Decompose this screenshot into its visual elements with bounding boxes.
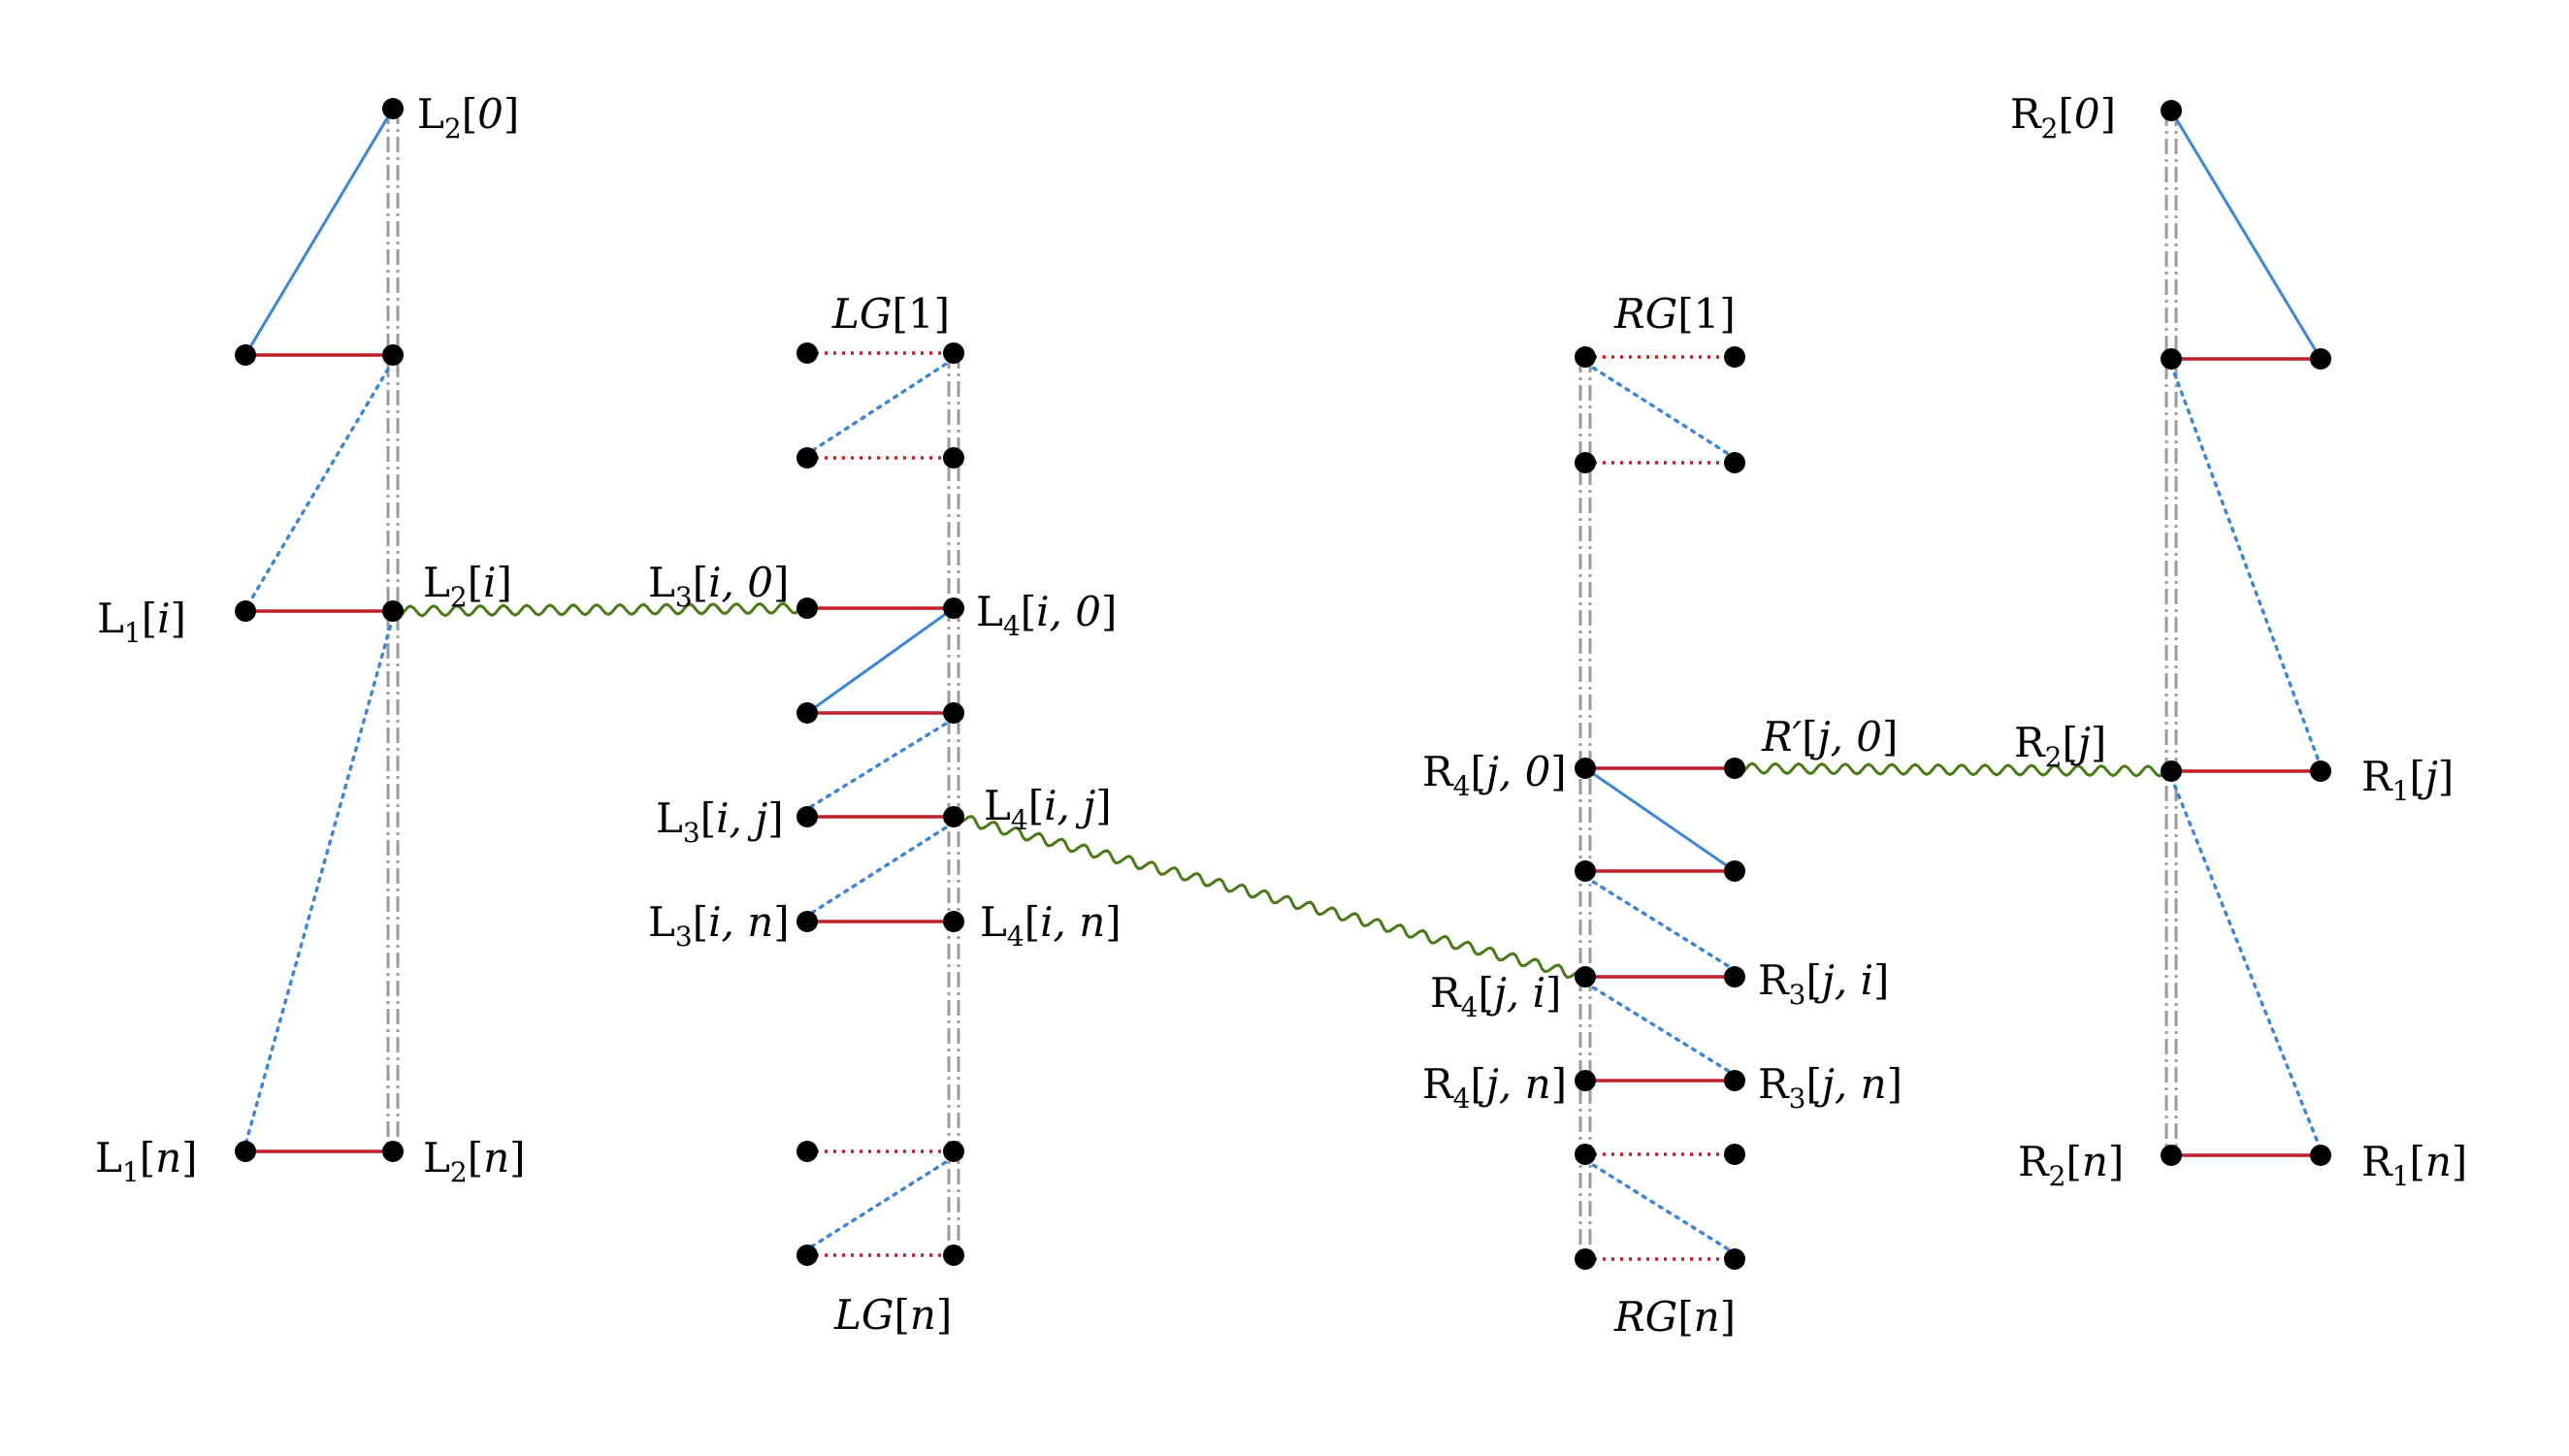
node-l1-i [235,600,256,622]
edge-wavy-l4ij-r4ji [952,814,1587,979]
node-lg-b1 [943,342,964,364]
label-lg-n: LG[n] [833,1291,952,1339]
label-l4-ij: L4[i, j] [984,782,1112,836]
node-r4-ji [1575,966,1596,987]
node-r-a [2161,348,2182,370]
node-l4-in [943,911,964,932]
label-l3-i0: L3[i, 0] [648,559,789,613]
label-r2-n: R2[n] [2018,1138,2124,1192]
label-l2-n: L2[n] [423,1134,526,1188]
label-l1-i: L1[i] [97,595,186,649]
node-r1-j [2310,760,2331,782]
label-rg-n: RG[n] [1613,1293,1736,1341]
label-r4-ji: R4[j, i] [1430,969,1561,1023]
node-l4-ij [943,806,964,827]
label-lg-1: LG[1] [831,290,950,338]
label-r4-j0: R4[j, 0] [1422,748,1567,802]
node-l1-n [235,1141,256,1162]
edge-bluedot-rg-1 [1583,361,1737,460]
node-l2-i [382,600,404,622]
node-r2-0 [2161,100,2182,121]
label-l2-0: L2[0] [417,90,519,145]
edge-wavy-l2i-l3i0 [391,601,808,618]
node-l2-0 [382,98,404,119]
node-rg-a3 [1575,860,1596,882]
node-lg-a2 [797,447,818,469]
node-rg-a4 [1575,1144,1596,1165]
node-l3-ij [797,806,818,827]
edge-bluedot-lg-mid1 [805,717,956,811]
edge-bluedot-l-mid [244,615,395,1147]
node-r2-n [2161,1145,2182,1166]
gray-rail-r2 [2164,111,2178,1156]
node-l-b [382,344,404,366]
edge-blue-r2-0 [2169,110,2323,360]
edge-bluedot-lg-1 [805,357,956,456]
edge-bluedot-lg-mid2 [805,821,956,918]
label-rp-j0: R′[j, 0] [1761,713,1898,760]
edge-bluedot-r-mid [2169,775,2323,1151]
node-lg-a4 [797,1141,818,1162]
edge-bluedot-lg-n [805,1155,956,1251]
node-r3-ji [1724,966,1745,987]
label-r3-ji: R3[j, i] [1758,956,1889,1011]
nodes-layer [235,98,2331,1270]
label-l2-i: L2[i] [423,559,512,613]
node-r1-n [2310,1145,2331,1166]
label-l4-i0: L4[i, 0] [976,588,1117,642]
edges-layer [244,108,2323,1261]
edge-bluedot-rg-n [1583,1158,1737,1255]
label-rg-1: RG[1] [1613,290,1736,338]
label-r1-j: R1[j] [2361,753,2454,807]
edge-blue-l2-0 [244,108,395,356]
label-l1-n: L1[n] [95,1134,198,1188]
node-r2-j [2161,760,2182,782]
label-r4-jn: R4[j, n] [1422,1060,1567,1115]
node-rg-b1 [1724,346,1745,368]
node-rg-a1 [1575,346,1596,368]
node-l3-i0 [797,598,818,619]
node-lg-a3 [797,702,818,724]
node-lg-a1 [797,342,818,364]
edge-wavy-rp-r2j [1733,761,2172,778]
label-r2-j: R2[j] [2014,719,2106,773]
node-r4-j0 [1575,758,1596,779]
node-l2-n [382,1141,404,1162]
label-l3-in: L3[i, n] [648,898,790,953]
gray-rail-l2 [386,109,400,1152]
edge-blue-l4i0 [806,606,955,715]
label-l3-ij: L3[i, j] [656,794,784,849]
label-l4-in: L4[i, n] [980,898,1122,953]
node-l-a [235,344,256,366]
node-rg-b4 [1724,1144,1745,1165]
edge-blue-r4j0 [1584,766,1736,873]
edge-bluedot-rg-mid2 [1583,981,1737,1077]
node-rg-b5 [1724,1248,1745,1270]
node-lg-a5 [797,1245,818,1266]
edge-bluedot-l-top [244,359,395,611]
edge-bluedot-r-top [2169,363,2323,768]
node-l4-i0 [943,598,964,619]
label-r3-jn: R3[j, n] [1758,1060,1902,1115]
node-r3-jn [1724,1070,1745,1091]
node-lg-b5 [943,1245,964,1266]
node-l3-in [797,911,818,932]
label-r2-0: R2[0] [2010,90,2116,145]
node-lg-b4 [943,1141,964,1162]
node-rg-a2 [1575,452,1596,473]
node-rg-b3 [1724,860,1745,882]
gray-rail-lg [947,353,960,1255]
gray-rail-rg [1578,357,1592,1259]
node-rp-j0 [1724,758,1745,779]
node-lg-b2 [943,447,964,469]
node-rg-b2 [1724,452,1745,473]
edge-bluedot-rg-mid1 [1583,875,1737,972]
labels-layer: L2[0] L1[i] L2[i] L1[n] L2[n] LG[1] LG[n… [95,90,2467,1341]
label-r1-n: R1[n] [2361,1138,2467,1192]
node-r-b [2310,348,2331,370]
node-lg-b3 [943,702,964,724]
node-r4-jn [1575,1070,1596,1091]
node-rg-a5 [1575,1248,1596,1270]
